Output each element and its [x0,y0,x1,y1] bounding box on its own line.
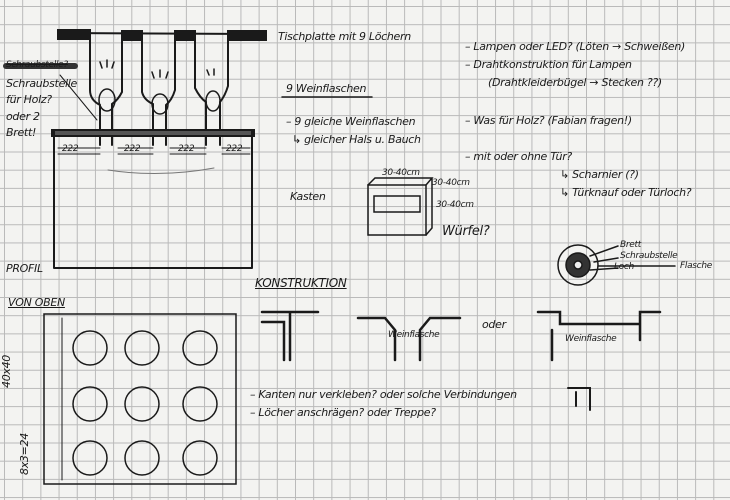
bottles-line-2: ↳ gleicher Hals u. Bauch [292,133,421,146]
tabletop-sketch [57,29,267,146]
bottles-heading: 9 Weinflaschen [286,82,367,95]
box-dim: 30-40cm [432,178,470,188]
question: – Lampen oder LED? (Löten → Schweißen) [465,40,685,53]
box-dim: 30-40cm [436,200,474,210]
detail-schraub: Schraubstelle [620,251,678,261]
side-note-2: für Holz? [6,93,52,106]
construction-title: KONSTRUKTION [255,276,347,290]
box-dim: 30-40cm [382,168,420,178]
detail-flasche: Flasche [680,261,712,271]
wire-mark: 222 [124,144,141,154]
box-label: Kasten [290,190,326,203]
crossed-note: Schraubstelle? [6,60,68,70]
side-note-3: oder 2 [6,110,40,123]
wire-mark: 222 [226,144,243,154]
side-note-4: Brett! [6,126,37,139]
question: ↳ Türknauf oder Türloch? [560,186,692,199]
question: ↳ Scharnier (?) [560,168,639,181]
plan-dim-2: 8x3=24 [18,433,31,475]
bottles-line-1: – 9 gleiche Weinflaschen [286,115,416,128]
detail-sketch [557,244,676,286]
cube-sketch [367,177,434,236]
cube-note: Würfel? [442,224,490,239]
question: – mit oder ohne Tür? [465,150,572,163]
question: (Drahtkleiderbügel → Stecken ??) [488,76,662,89]
question: – Was für Holz? (Fabian fragen!) [465,114,632,127]
plan-title: VON OBEN [8,296,65,309]
construction-question-1: – Kanten nur verkleben? oder solche Verb… [250,388,517,401]
wire-mark: 222 [178,144,195,154]
bulb-sketches [98,59,221,115]
tabletop-label: Tischplatte mit 9 Löchern [278,30,411,43]
construction-or: oder [482,318,506,331]
detail-loch: Loch [614,262,634,272]
construction-label-1: Weinflasche [388,330,440,340]
plan-dim-1: 40x40 [0,354,13,388]
plan-view-sketch [43,313,237,485]
construction-sketch [260,310,662,411]
question: – Drahtkonstruktion für Lampen [465,58,632,71]
detail-brett: Brett [620,240,641,250]
wire-mark: 222 [62,144,79,154]
construction-question-2: – Löcher anschrägen? oder Treppe? [250,406,436,419]
side-note-1: Schraubstelle [6,77,78,90]
box-side-sketch [3,63,255,269]
profil-label: PROFIL [6,262,43,275]
construction-label-2: Weinflasche [565,334,617,344]
